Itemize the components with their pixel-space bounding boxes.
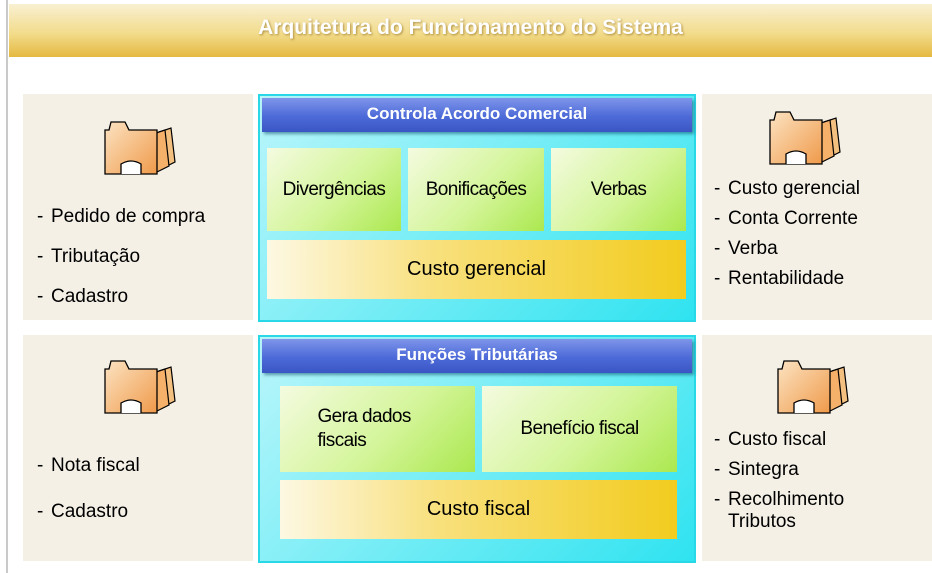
folder-icon: [774, 357, 854, 417]
list-item: Custo fiscal: [714, 429, 878, 451]
title-bar: Arquitetura do Funcionamento do Sistema: [9, 4, 932, 57]
list-item: Cadastro: [37, 286, 205, 308]
box-beneficio-fiscal: Benefício fiscal: [482, 386, 677, 472]
top-left-panel: Pedido de compra Tributação Cadastro: [23, 94, 253, 320]
top-left-list: Pedido de compra Tributação Cadastro: [37, 206, 205, 308]
box-custo-fiscal: Custo fiscal: [280, 480, 677, 539]
box-verbas: Verbas: [551, 148, 686, 231]
box-gera-dados-fiscais-label: Gera dados fiscais: [317, 406, 412, 451]
section-header-acordo: Controla Acordo Comercial: [262, 98, 692, 132]
bottom-right-panel: Custo fiscal Sintegra Recolhimento Tribu…: [702, 335, 932, 561]
list-item: Sintegra: [714, 459, 878, 481]
folder-icon: [766, 108, 846, 168]
box-bonificacoes: Bonificações: [408, 148, 544, 231]
bottom-right-list: Custo fiscal Sintegra Recolhimento Tribu…: [714, 429, 878, 533]
folder-icon: [101, 357, 181, 417]
top-right-list: Custo gerencial Conta Corrente Verba Ren…: [714, 178, 860, 290]
list-item: Nota fiscal: [37, 455, 140, 477]
list-item: Verba: [714, 238, 860, 260]
list-item: Cadastro: [37, 501, 140, 523]
box-gera-dados-fiscais: Gera dados fiscais: [280, 386, 475, 472]
list-item: Recolhimento Tributos: [714, 489, 878, 533]
list-item: Rentabilidade: [714, 268, 860, 290]
box-divergencias: Divergências: [267, 148, 401, 231]
bottom-left-list: Nota fiscal Cadastro: [37, 455, 140, 523]
folder-icon: [101, 118, 181, 178]
section-header-tributarias: Funções Tributárias: [262, 339, 692, 373]
bottom-left-panel: Nota fiscal Cadastro: [23, 335, 253, 561]
box-custo-gerencial: Custo gerencial: [267, 240, 686, 299]
top-right-panel: Custo gerencial Conta Corrente Verba Ren…: [702, 94, 932, 320]
list-item: Pedido de compra: [37, 206, 205, 228]
list-item: Custo gerencial: [714, 178, 860, 200]
page-title: Arquitetura do Funcionamento do Sistema: [258, 16, 683, 39]
list-item: Conta Corrente: [714, 208, 860, 230]
left-rule: [6, 0, 8, 573]
list-item: Tributação: [37, 246, 205, 268]
